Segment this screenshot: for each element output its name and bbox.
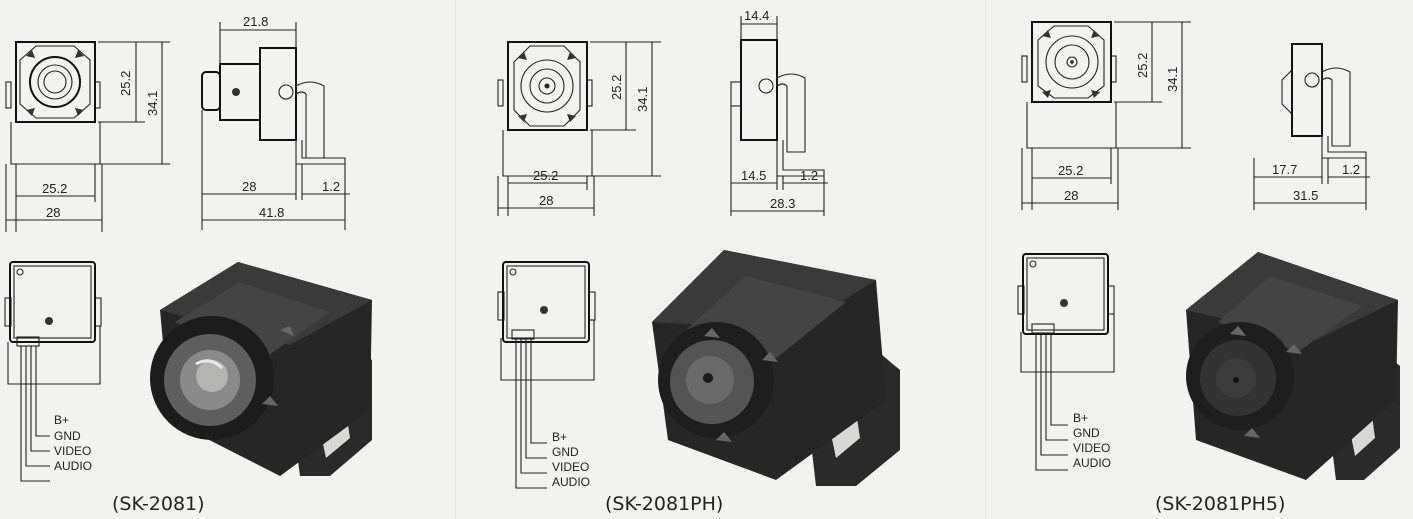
front-view <box>497 41 661 216</box>
camera-photo <box>150 262 372 476</box>
model-caption: (SK-2081PH5) <box>1155 493 1286 515</box>
front-outer-width-label: 28 <box>539 193 553 208</box>
camera-photo <box>1186 252 1400 480</box>
front-inner-height-label: 25.2 <box>118 71 133 96</box>
pin-label-gnd: GND <box>552 445 579 459</box>
technical-drawing: 25.2 28 25.2 34.1 17.7 31.5 1.2 B+ GND V… <box>1017 21 1400 480</box>
panel-separator <box>985 0 986 519</box>
front-outer-height-label: 34.1 <box>635 87 650 112</box>
front-outer-height-label: 34.1 <box>1165 67 1180 92</box>
side-bracket-label: 1.2 <box>800 168 818 183</box>
side-top-label: 14.4 <box>744 8 769 23</box>
side-view <box>1253 43 1370 210</box>
side-total-label: 28.3 <box>770 196 795 211</box>
rear-view <box>1017 253 1115 471</box>
front-inner-height-label: 25.2 <box>1135 53 1150 78</box>
pin-label-audio: AUDIO <box>54 459 92 473</box>
technical-drawing: 25.2 28 25.2 34.1 21.8 28 41.8 1.2 <box>4 14 372 482</box>
pin-label-bplus: B+ <box>1073 411 1088 425</box>
panel-separator <box>455 0 456 519</box>
pin-label-video: VIDEO <box>552 460 589 474</box>
side-body-label: 14.5 <box>741 168 766 183</box>
front-inner-width-label: 25.2 <box>1058 163 1083 178</box>
pin-label-gnd: GND <box>54 429 81 443</box>
side-top-label: 21.8 <box>243 14 268 29</box>
rear-view <box>497 261 596 489</box>
side-body-label: 28 <box>242 179 256 194</box>
side-view <box>201 22 350 230</box>
pin-label-video: VIDEO <box>1073 441 1110 455</box>
technical-drawing: 25.2 28 25.2 34.1 14.4 14.5 28.3 1.2 B+ … <box>497 8 900 489</box>
front-view <box>5 41 170 232</box>
model-panel-sk-2081ph: 25.2 28 25.2 34.1 14.4 14.5 28.3 1.2 B+ … <box>456 0 985 519</box>
pin-label-gnd: GND <box>1073 426 1100 440</box>
side-body-label: 17.7 <box>1272 162 1297 177</box>
front-inner-width-label: 25.2 <box>42 181 67 196</box>
front-outer-width-label: 28 <box>1064 188 1078 203</box>
model-panel-sk-2081: 25.2 28 25.2 34.1 21.8 28 41.8 1.2 <box>0 0 455 519</box>
side-view <box>730 16 828 216</box>
front-outer-height-label: 34.1 <box>145 91 160 116</box>
model-caption: (SK-2081PH) <box>605 493 724 515</box>
pin-label-audio: AUDIO <box>1073 456 1111 470</box>
rear-view <box>4 261 102 482</box>
pin-label-audio: AUDIO <box>552 475 590 489</box>
front-view <box>1021 21 1191 210</box>
side-total-label: 31.5 <box>1293 188 1318 203</box>
front-inner-height-label: 25.2 <box>609 75 624 100</box>
model-caption: (SK-2081) <box>112 493 205 515</box>
side-bracket-label: 1.2 <box>322 179 340 194</box>
pin-label-bplus: B+ <box>552 430 567 444</box>
pin-label-bplus: B+ <box>54 413 69 427</box>
model-panel-sk-2081ph5: 25.2 28 25.2 34.1 17.7 31.5 1.2 B+ GND V… <box>986 0 1413 519</box>
front-outer-width-label: 28 <box>46 205 60 220</box>
camera-photo <box>652 250 900 486</box>
side-total-label: 41.8 <box>259 205 284 220</box>
side-bracket-label: 1.2 <box>1342 162 1360 177</box>
pin-label-video: VIDEO <box>54 444 91 458</box>
front-inner-width-label: 25.2 <box>533 168 558 183</box>
